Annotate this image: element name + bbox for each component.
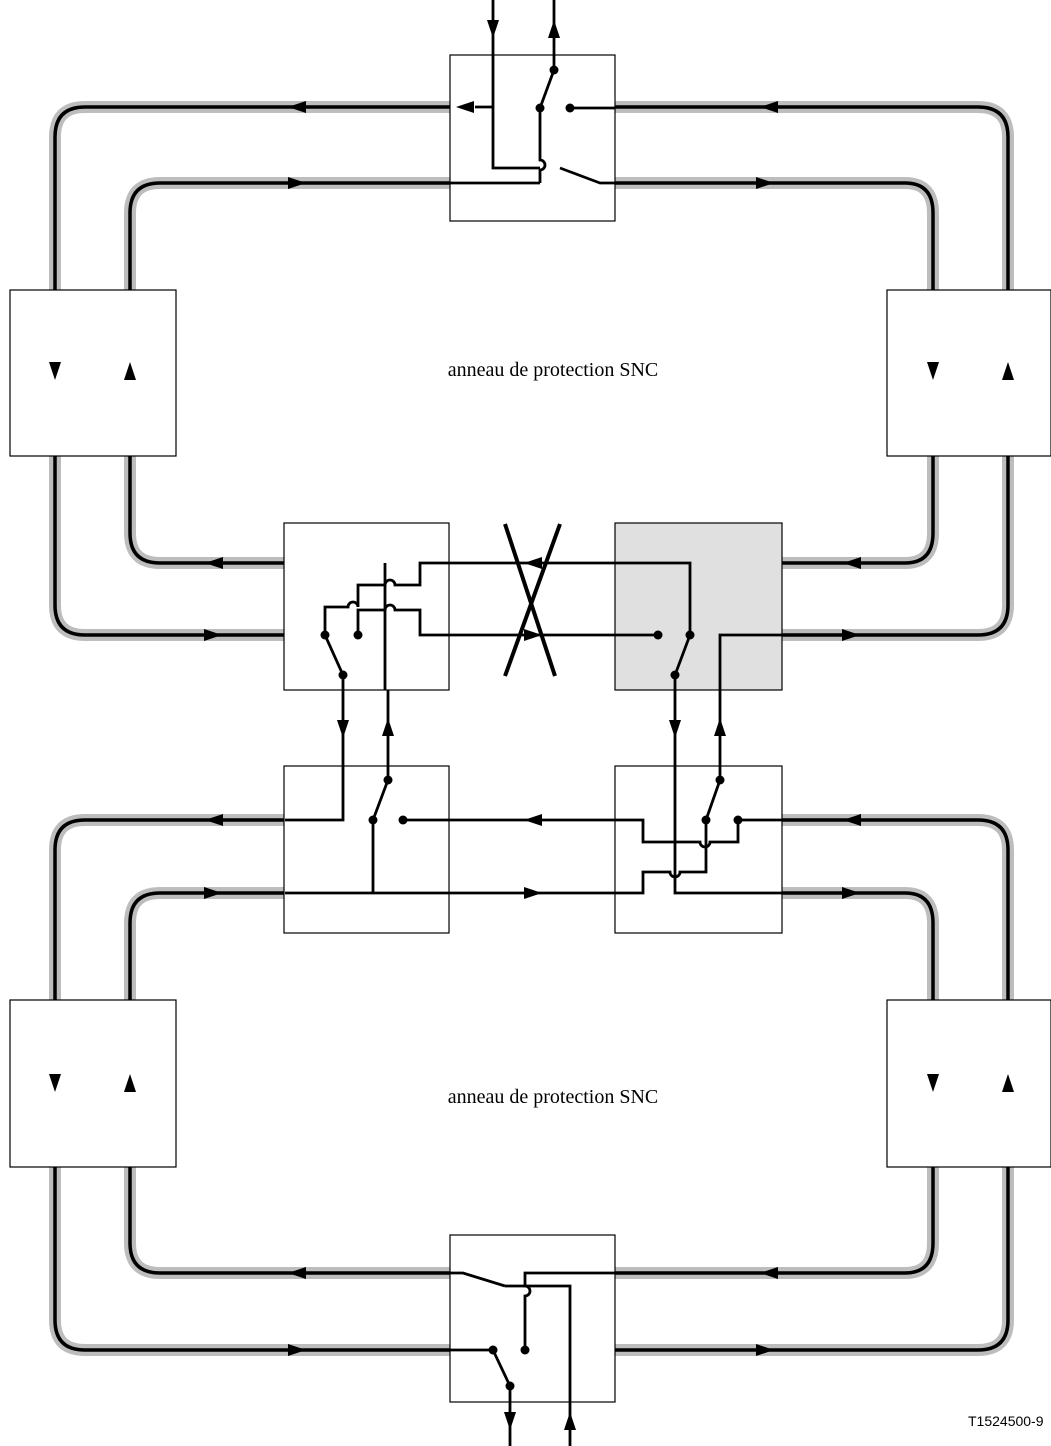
arrow-left-icon <box>205 814 223 826</box>
link-failure-cross <box>503 523 562 677</box>
arrow-right-icon <box>842 887 860 899</box>
upper-left-node <box>9 289 177 457</box>
upper-right-node <box>886 289 1051 457</box>
arrow-right-icon <box>842 629 860 641</box>
arrow-down-icon <box>927 1074 939 1092</box>
arrow-left-icon <box>524 557 542 569</box>
lower-ring-label: anneau de protection SNC <box>448 1086 659 1108</box>
arrow-right-icon <box>756 177 774 189</box>
arrow-right-icon <box>288 177 306 189</box>
arrow-left-icon <box>288 101 306 113</box>
lower-inner-ring-west <box>128 891 450 1275</box>
arrow-up-icon <box>1002 1074 1014 1092</box>
arrow-up-icon <box>564 1412 576 1430</box>
arrow-down-icon <box>504 1412 516 1430</box>
arrow-left-icon <box>760 101 778 113</box>
arrow-up-icon <box>714 718 726 736</box>
arrow-left-icon <box>456 101 474 113</box>
arrow-up-icon <box>124 1074 136 1092</box>
figure-id: T1524500-9 <box>968 1413 1044 1429</box>
arrow-left-icon <box>524 814 542 826</box>
upper-interconnect-right-node-faulty <box>614 522 783 691</box>
arrow-down-icon <box>669 720 681 738</box>
lower-interconnect-right-node <box>614 765 783 934</box>
arrow-down-icon <box>49 1074 61 1092</box>
arrow-down-icon <box>49 362 61 380</box>
arrow-down-icon <box>337 720 349 738</box>
upper-inner-ring-east <box>615 181 935 565</box>
arrow-up-icon <box>1002 362 1014 380</box>
arrow-right-icon <box>524 887 542 899</box>
upper-ring-label: anneau de protection SNC <box>448 359 659 381</box>
arrow-right-icon <box>204 629 222 641</box>
lower-ring: anneau de protection SNC <box>9 690 1051 1446</box>
lower-right-node <box>886 999 1051 1168</box>
arrow-left-icon <box>843 814 861 826</box>
lower-inner-ring-east <box>615 891 935 1275</box>
lower-left-node <box>9 999 177 1168</box>
arrow-right-icon <box>204 887 222 899</box>
link-failure-cross <box>503 523 557 677</box>
arrow-right-icon <box>756 1344 774 1356</box>
top-node <box>449 54 616 222</box>
arrow-down-icon <box>927 362 939 380</box>
upper-interconnect-left-node <box>283 522 450 691</box>
arrow-right-icon <box>524 629 542 641</box>
arrow-left-icon <box>205 557 223 569</box>
arrow-left-icon <box>288 1267 306 1279</box>
arrow-up-icon <box>548 20 560 38</box>
upper-ring: anneau de protection SNC <box>9 0 1051 766</box>
lower-interconnect-left-node <box>283 765 450 934</box>
arrow-right-icon <box>288 1344 306 1356</box>
arrow-left-icon <box>843 557 861 569</box>
bottom-node <box>449 1234 616 1403</box>
arrow-left-icon <box>760 1267 778 1279</box>
arrow-down-icon <box>487 20 499 38</box>
upper-inner-ring-west <box>128 181 450 565</box>
arrow-up-icon <box>124 362 136 380</box>
